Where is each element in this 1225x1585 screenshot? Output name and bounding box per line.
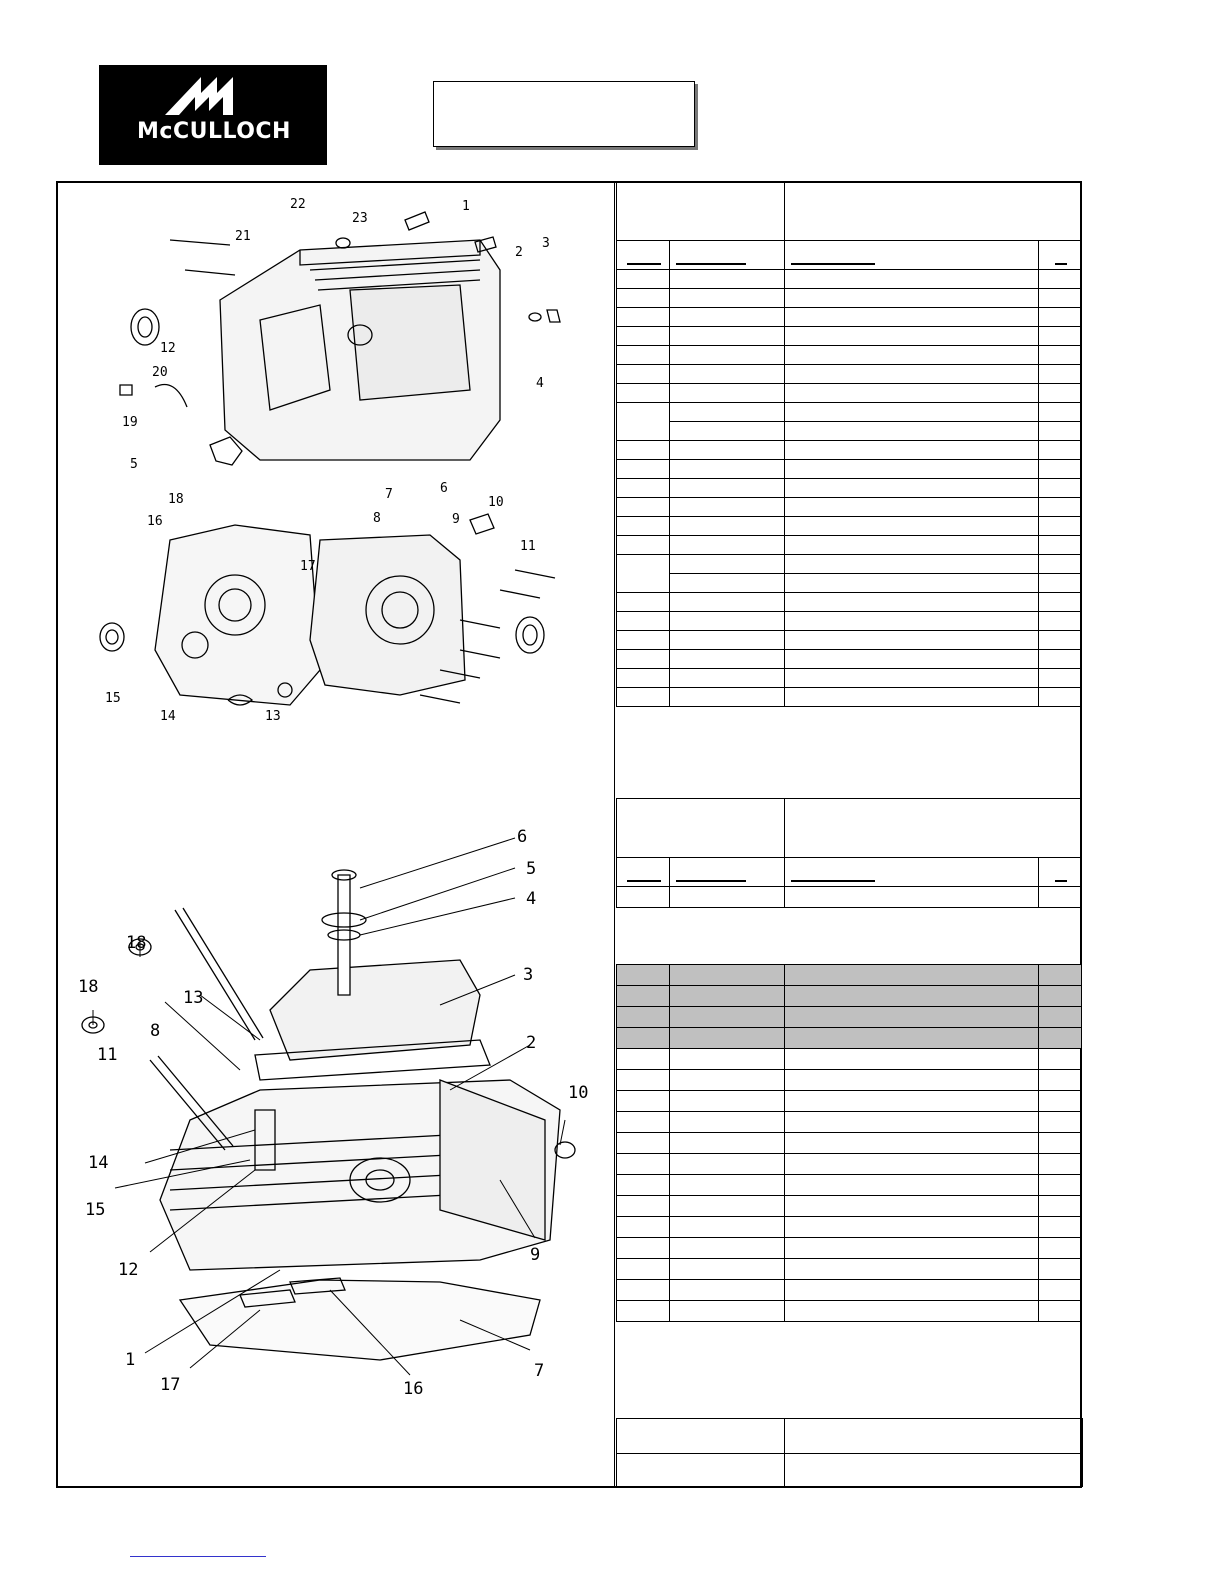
callout-17: 17 (160, 1375, 180, 1395)
logo-wordmark: McCULLOCH (137, 119, 291, 144)
callout-5: 5 (526, 859, 536, 879)
title-box (433, 81, 695, 147)
callout-22: 22 (290, 197, 306, 212)
callout-16: 16 (403, 1379, 423, 1399)
callout-11: 11 (97, 1045, 117, 1065)
callout-2: 2 (515, 245, 523, 260)
callout-10: 10 (488, 495, 504, 510)
callout-8: 8 (373, 511, 381, 526)
callout-12: 12 (160, 341, 176, 356)
callout-13: 13 (183, 988, 203, 1008)
callout-14: 14 (160, 709, 176, 724)
callout-21: 21 (235, 229, 251, 244)
callout-20: 20 (152, 365, 168, 380)
callout-10: 10 (568, 1083, 588, 1103)
callout-18: 18 (78, 977, 98, 997)
callout-18-b: 18 (126, 933, 146, 953)
column-divider (614, 181, 615, 1488)
callout-6: 6 (440, 481, 448, 496)
callout-1: 1 (125, 1350, 135, 1370)
callout-1: 1 (462, 199, 470, 214)
mcculloch-m-mark-icon (165, 77, 233, 115)
callout-15: 15 (105, 691, 121, 706)
callout-6: 6 (517, 827, 527, 847)
callout-17: 17 (300, 559, 316, 574)
callout-12: 12 (118, 1260, 138, 1280)
callout-9: 9 (452, 512, 460, 527)
callout-3: 3 (542, 236, 550, 251)
callout-18: 18 (168, 492, 184, 507)
callout-5: 5 (130, 457, 138, 472)
cylinder-head-exploded-diagram: 1 2 3 4 5 6 7 8 9 10 11 12 13 14 15 16 1… (78, 827, 588, 1399)
footer-link[interactable] (130, 1556, 266, 1557)
callout-8: 8 (150, 1021, 160, 1041)
callout-9: 9 (530, 1245, 540, 1265)
mcculloch-logo: McCULLOCH (99, 65, 327, 165)
callout-13: 13 (265, 709, 281, 724)
callout-7: 7 (534, 1361, 544, 1381)
callout-16: 16 (147, 514, 163, 529)
callout-4: 4 (526, 889, 536, 909)
callout-15: 15 (85, 1200, 105, 1220)
callout-23: 23 (352, 211, 368, 226)
callout-7: 7 (385, 487, 393, 502)
callout-2: 2 (526, 1033, 536, 1053)
callout-19: 19 (122, 415, 138, 430)
crankcase-exploded-diagram: 1 2 3 4 5 6 7 8 9 10 11 12 13 14 15 16 1… (99, 197, 561, 724)
callout-3: 3 (523, 965, 533, 985)
callout-14: 14 (88, 1153, 108, 1173)
callout-11: 11 (520, 539, 536, 554)
callout-4: 4 (536, 376, 544, 391)
